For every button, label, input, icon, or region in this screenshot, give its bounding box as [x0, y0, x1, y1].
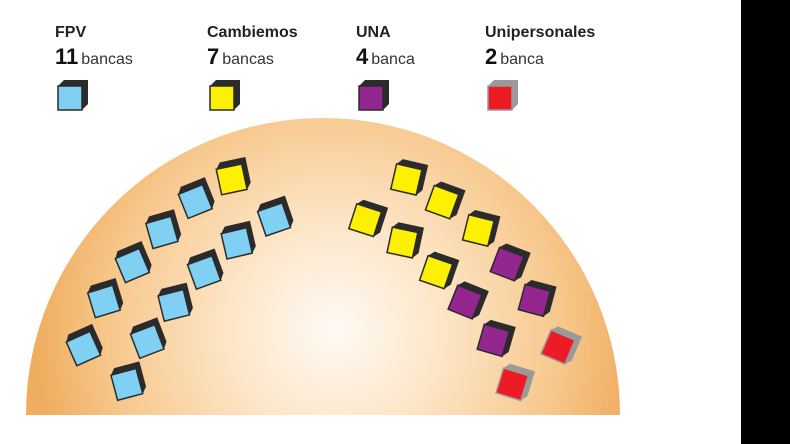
seat-fpv: [110, 361, 147, 402]
legend-unit-unipersonales: banca: [500, 51, 544, 68]
seat-cambiemos: [215, 157, 251, 196]
seat-unipersonales: [495, 363, 535, 402]
seat-fpv: [86, 278, 124, 319]
seat-cambiemos: [389, 159, 429, 196]
seat-fpv: [220, 220, 256, 260]
legend-count-una: 4: [356, 44, 369, 69]
legend-unit-una: banca: [371, 51, 415, 68]
legend-count-unipersonales: 2: [485, 44, 498, 69]
seat-cambiemos: [424, 181, 466, 220]
legend-name-fpv: FPV: [55, 24, 87, 41]
seat-una: [517, 279, 557, 318]
seat-cambiemos: [418, 251, 460, 290]
legend-name-una: UNA: [356, 24, 391, 41]
seat-una: [447, 281, 489, 320]
seat-fpv: [157, 282, 193, 323]
legend-unit-fpv: bancas: [81, 51, 133, 68]
seat-fpv: [177, 177, 215, 220]
seat-cambiemos: [347, 199, 389, 238]
legend-swatch-cambiemos: [209, 80, 240, 111]
seat-fpv: [186, 248, 224, 291]
legend-count-cambiemos: 7: [207, 44, 220, 69]
seat-fpv: [129, 317, 167, 360]
seat-cambiemos: [461, 210, 501, 248]
legend-name-unipersonales: Unipersonales: [485, 24, 596, 41]
legend-name-cambiemos: Cambiemos: [207, 24, 298, 41]
legend-swatch-una: [358, 80, 389, 111]
legend-count-fpv: 11: [55, 44, 79, 69]
legend-unit-cambiemos: bancas: [222, 51, 274, 68]
legend-swatch-fpv: [57, 80, 88, 111]
hemicycle-background: [26, 118, 620, 415]
seat-group: [65, 157, 582, 402]
seat-fpv: [144, 209, 182, 250]
black-side-bar: [741, 0, 790, 444]
seat-una: [476, 319, 516, 358]
seat-fpv: [256, 195, 294, 237]
legend-swatch-unipersonales: [487, 80, 518, 111]
seat-cambiemos: [386, 222, 424, 259]
seat-fpv: [114, 241, 152, 284]
seat-fpv: [65, 323, 103, 367]
seat-una: [489, 243, 531, 282]
seat-unipersonales: [539, 326, 582, 366]
